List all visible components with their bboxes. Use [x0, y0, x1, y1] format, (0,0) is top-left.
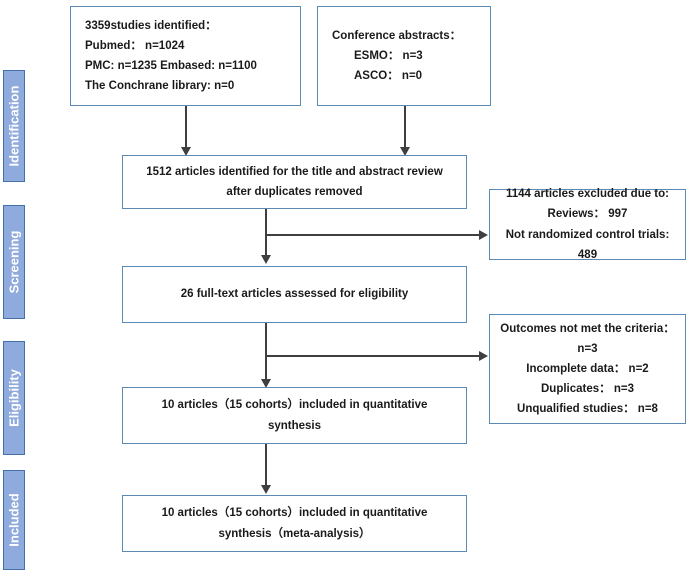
- eligibility-excluded-line-3: Incomplete data： n=2: [526, 362, 649, 375]
- stage-label-included: Included: [6, 493, 22, 547]
- connector-conference-to-identified-line: [404, 106, 406, 150]
- identified-after-duplicates-line-1: 1512 articles identified for the title a…: [146, 165, 443, 178]
- screening-excluded-line-2: Reviews： 997: [547, 208, 628, 221]
- meta-analysis-box: 10 articles（15 cohorts）included in quant…: [122, 495, 467, 552]
- stage-bar-eligibility: Eligibility: [3, 341, 25, 455]
- eligibility-excluded-line-1: Outcomes not met the criteria：: [500, 322, 675, 335]
- conference-abstracts-line-2: ESMO： n=3: [354, 49, 423, 62]
- connector-identified-to-screening-excluded-arrow: [479, 229, 488, 240]
- conference-abstracts-box: Conference abstracts： ESMO： n=3 ASCO： n=…: [317, 6, 491, 106]
- connector-database-to-identified-line: [185, 106, 187, 150]
- stage-bar-identification: Identification: [3, 70, 25, 182]
- connector-identified-to-fulltext-arrow: [260, 255, 271, 264]
- screening-excluded-box: 1144 articles excluded due to: Reviews： …: [489, 188, 686, 261]
- full-text-assessed-box: 26 full-text articles assessed for eligi…: [122, 266, 467, 323]
- connector-fulltext-to-quantitative-line: [265, 323, 267, 383]
- full-text-assessed-line-1: 26 full-text articles assessed for eligi…: [180, 288, 409, 301]
- eligibility-excluded-box: Outcomes not met the criteria： n=3 Incom…: [489, 314, 686, 424]
- stage-bar-screening: Screening: [3, 205, 25, 319]
- conference-abstracts-line-3: ASCO： n=0: [354, 70, 423, 83]
- quantitative-synthesis-line-1: 10 articles（15 cohorts）included in quant…: [161, 399, 428, 412]
- connector-quantitative-to-meta-arrow: [260, 485, 271, 494]
- eligibility-excluded-line-4: Duplicates： n=3: [541, 383, 634, 396]
- screening-excluded-line-1: 1144 articles excluded due to:: [506, 188, 669, 201]
- database-search-line-1: 3359studies identified：: [85, 19, 217, 32]
- connector-identified-to-screening-excluded-line: [265, 234, 480, 236]
- conference-abstracts-line-1: Conference abstracts：: [332, 29, 462, 42]
- eligibility-excluded-line-5: Unqualified studies： n=8: [517, 403, 658, 416]
- quantitative-synthesis-box: 10 articles（15 cohorts）included in quant…: [122, 387, 467, 444]
- quantitative-synthesis-line-2: synthesis: [267, 419, 322, 432]
- meta-analysis-line-2: synthesis（meta-analysis）: [218, 527, 371, 540]
- screening-excluded-line-3: Not randomized control trials:: [505, 228, 670, 241]
- identified-after-duplicates-line-2: after duplicates removed: [226, 186, 363, 198]
- stage-label-eligibility: Eligibility: [6, 369, 22, 427]
- connector-fulltext-to-eligibility-excluded-line: [265, 355, 480, 357]
- connector-identified-to-fulltext-line: [265, 209, 267, 258]
- connector-database-to-identified-arrow: [180, 147, 191, 156]
- stage-label-identification: Identification: [6, 85, 22, 167]
- connector-quantitative-to-meta-line: [265, 444, 267, 489]
- connector-conference-to-identified-arrow: [399, 147, 410, 156]
- stage-bar-included: Included: [3, 470, 25, 570]
- screening-excluded-line-4: 489: [577, 248, 598, 261]
- database-search-line-2: Pubmed： n=1024: [85, 39, 185, 52]
- meta-analysis-line-1: 10 articles（15 cohorts）included in quant…: [161, 507, 428, 520]
- stage-label-screening: Screening: [6, 230, 22, 294]
- database-search-box: 3359studies identified： Pubmed： n=1024 P…: [70, 6, 301, 106]
- connector-fulltext-to-quantitative-arrow: [260, 379, 271, 388]
- identified-after-duplicates-box: 1512 articles identified for the title a…: [122, 155, 467, 209]
- connector-fulltext-to-eligibility-excluded-arrow: [479, 350, 488, 361]
- eligibility-excluded-line-2: n=3: [577, 342, 598, 355]
- database-search-line-4: The Conchrane library: n=0: [85, 80, 235, 93]
- database-search-line-3: PMC: n=1235 Embased: n=1100: [85, 60, 257, 72]
